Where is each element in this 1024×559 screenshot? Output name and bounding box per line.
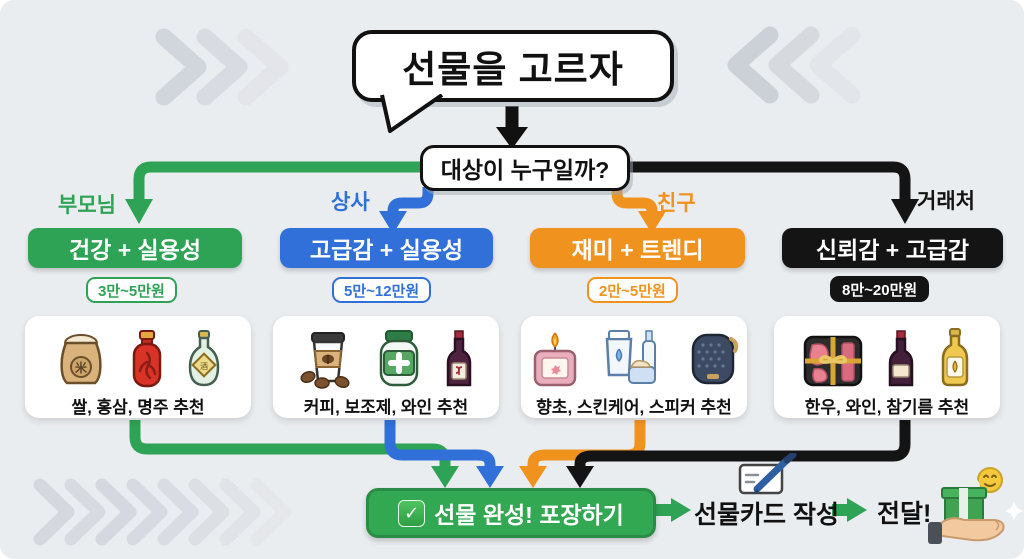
chevrons-right-bottom-left-icon (33, 478, 292, 546)
branch-label-friend: 친구 (657, 192, 696, 215)
speech-bubble-tail (380, 94, 444, 133)
item-card-partner: 한우, 와인, 참기름 추천 (774, 316, 1000, 418)
chevrons-left-top-right-icon (727, 26, 861, 104)
branch-label-boss: 상사 (331, 191, 370, 214)
price-badge-partner: 8만~20만원 (830, 276, 930, 302)
svg-text:酒: 酒 (200, 362, 208, 371)
item-card-text-parents: 쌀, 홍삼, 명주 추천 (71, 398, 205, 417)
check-icon: ✓ (398, 499, 426, 527)
item-card-boss: 커피, 보조제, 와인 추천 (273, 316, 499, 418)
category-box-boss: 고급감 + 실용성 (280, 228, 493, 268)
skincare-icon (605, 330, 656, 384)
arrow-branch-boss (379, 187, 434, 234)
chevrons-right-top-left-icon (155, 28, 289, 106)
red-ginseng-icon (132, 330, 162, 388)
arrow-card2-to-final (384, 420, 504, 488)
branch-label-parents: 부모님 (58, 194, 116, 217)
page-title: 선물을 고르자 (402, 49, 624, 90)
item-card-friend: 향초, 스킨케어, 스피커 추천 (521, 316, 747, 418)
item-card-text-partner: 한우, 와인, 참기름 추천 (804, 398, 970, 417)
wine-bottle-icon (446, 330, 472, 387)
arrow-branch-friend (611, 187, 666, 234)
rice-bag-icon: 米 (60, 334, 102, 385)
item-card-text-boss: 커피, 보조제, 와인 추천 (303, 398, 469, 417)
memo-pencil-icon (738, 453, 797, 495)
price-badge-boss: 5만~12만원 (332, 277, 432, 303)
gift-complete-label: 선물 완성! 포장하기 (434, 502, 624, 528)
gift-card-step-label: 선물카드 작성 (694, 501, 839, 529)
arrow-title-to-question (496, 106, 528, 149)
question-box: 대상이 누구일까? (420, 145, 630, 191)
coffee-cup-icon (300, 332, 350, 389)
sesame-oil-icon (941, 328, 969, 387)
price-badge-friend: 2만~5만원 (587, 277, 678, 303)
gift-in-hand-icon (928, 467, 1023, 544)
category-box-friend: 재미 + 트렌디 (530, 228, 745, 268)
category-box-partner: 신뢰감 + 고급감 (782, 228, 1003, 268)
arrow-branch-partner (600, 161, 919, 224)
liquor-bottle-icon: 酒 (188, 330, 220, 387)
title-speech-bubble: 선물을 고르자 (352, 30, 674, 102)
deliver-label: 전달! (877, 500, 932, 528)
arrow-cardstep-to-deliver (832, 498, 867, 522)
item-card-text-friend: 향초, 스킨케어, 스피커 추천 (536, 398, 732, 417)
svg-text:米: 米 (75, 360, 88, 375)
speaker-icon (691, 333, 739, 385)
supplement-jar-icon (379, 330, 419, 387)
arrow-branch-parents (125, 161, 430, 224)
item-card-parents: 米 酒 쌀, 홍삼, 명주 추천 (25, 316, 251, 418)
branch-label-partner: 거래처 (917, 190, 975, 213)
wine-bottle-icon (888, 330, 914, 387)
question-text: 대상이 누구일까? (440, 157, 610, 183)
candle-icon (533, 332, 577, 387)
category-box-parents: 건강 + 실용성 (28, 228, 242, 268)
beef-gift-box-icon (803, 335, 863, 387)
arrow-final-to-cardstep (654, 498, 691, 522)
gift-complete-box: ✓ 선물 완성! 포장하기 (366, 488, 656, 538)
arrow-card4-to-final (566, 420, 911, 488)
price-badge-parents: 3만~5만원 (86, 277, 177, 303)
